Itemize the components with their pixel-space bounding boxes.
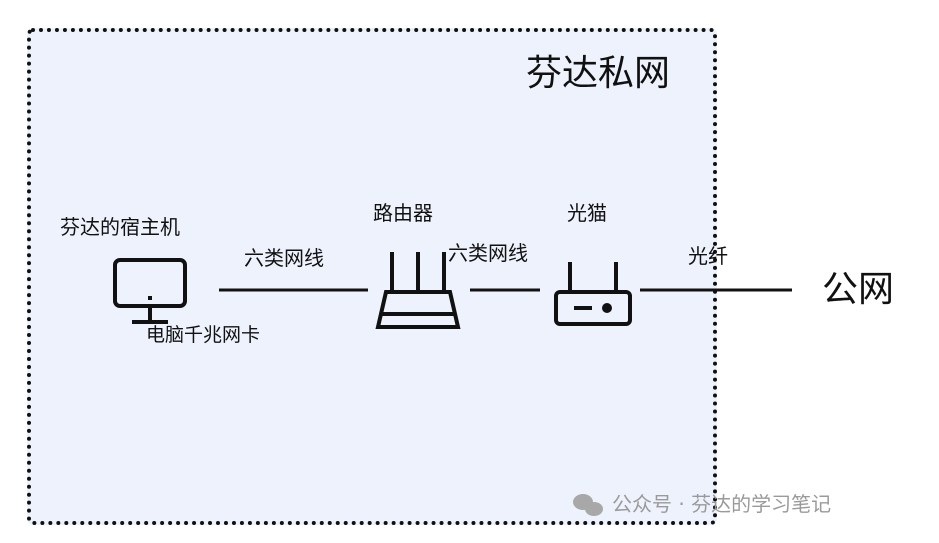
link-label-host-router: 六类网线: [244, 246, 324, 270]
optical-modem-icon: [554, 262, 632, 326]
private-network-boundary: [27, 28, 717, 525]
monitor-icon: [113, 258, 187, 324]
watermark-text: 公众号 · 芬达的学习笔记: [612, 492, 832, 516]
host-label: 芬达的宿主机: [60, 215, 180, 239]
link-label-modem-internet: 光纤: [688, 244, 728, 268]
router-label: 路由器: [373, 201, 433, 225]
link-label-router-modem: 六类网线: [448, 241, 528, 265]
wechat-icon: [573, 494, 603, 516]
private-network-title: 芬达私网: [526, 53, 671, 94]
host-nic-label: 电脑千兆网卡: [146, 324, 261, 346]
router-icon: [375, 252, 461, 329]
internet-label: 公网: [822, 269, 895, 310]
modem-label: 光猫: [567, 201, 607, 225]
